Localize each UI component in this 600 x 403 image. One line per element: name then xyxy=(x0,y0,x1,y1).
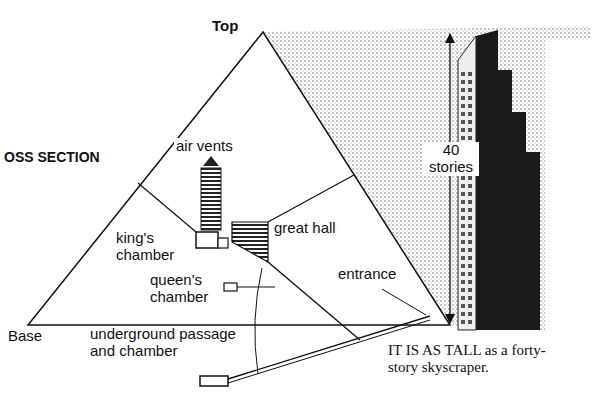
window xyxy=(468,264,472,268)
label-holder: Base xyxy=(6,328,44,345)
queens-chamber xyxy=(224,283,237,291)
part-label: great hall xyxy=(272,220,338,237)
window xyxy=(461,240,465,244)
window xyxy=(468,296,472,300)
window xyxy=(468,208,472,212)
window xyxy=(468,304,472,308)
window xyxy=(461,312,465,316)
window xyxy=(468,320,472,324)
window xyxy=(461,184,465,188)
window xyxy=(468,112,472,116)
window xyxy=(468,280,472,284)
part-label: queen's chamber xyxy=(148,272,220,306)
label-holder: great hall xyxy=(272,220,338,237)
window xyxy=(468,72,472,76)
caption: IT IS AS TALL as a forty-story skyscrape… xyxy=(386,342,568,376)
window xyxy=(461,288,465,292)
window xyxy=(461,120,465,124)
window xyxy=(468,192,472,196)
window xyxy=(461,88,465,92)
window xyxy=(468,232,472,236)
window xyxy=(461,272,465,276)
pyramid-outline xyxy=(28,32,450,325)
window xyxy=(461,256,465,260)
great-hall xyxy=(232,222,268,262)
window xyxy=(468,176,472,180)
skyscraper-side xyxy=(476,30,540,330)
label-holder: entrance xyxy=(336,266,398,283)
window xyxy=(468,120,472,124)
window xyxy=(461,320,465,324)
part-label: underground passage and chamber xyxy=(88,326,250,360)
part-label: air vents xyxy=(174,138,235,155)
window xyxy=(461,112,465,116)
window xyxy=(461,128,465,132)
window xyxy=(461,136,465,140)
window xyxy=(461,208,465,212)
section-title: OSS SECTION xyxy=(2,150,102,166)
window xyxy=(468,256,472,260)
label-holder: OSS SECTION xyxy=(2,150,102,166)
window xyxy=(468,184,472,188)
skyscraper-windows xyxy=(461,72,472,324)
label-holder: underground passage and chamber xyxy=(88,326,250,360)
antechamber xyxy=(218,238,228,248)
section-line xyxy=(138,183,196,232)
height-arrow xyxy=(449,34,450,323)
window xyxy=(461,72,465,76)
part-label: king's chamber xyxy=(114,230,184,264)
window xyxy=(461,304,465,308)
window xyxy=(468,248,472,252)
window xyxy=(468,240,472,244)
label-holder: 40 stories xyxy=(423,142,479,176)
window xyxy=(461,200,465,204)
window xyxy=(461,264,465,268)
base-label: Base xyxy=(6,328,44,345)
window xyxy=(461,224,465,228)
window xyxy=(461,296,465,300)
window xyxy=(468,136,472,140)
window xyxy=(461,216,465,220)
window xyxy=(468,80,472,84)
passage xyxy=(237,286,275,287)
dimension-label: 40 stories xyxy=(423,142,479,176)
apex-label: Top xyxy=(210,18,240,35)
kings-chamber xyxy=(196,232,218,248)
label-holder: king's chamber xyxy=(114,230,184,264)
leader-line xyxy=(382,289,426,315)
label-holder: queen's chamber xyxy=(148,272,220,306)
air-vents xyxy=(201,168,221,230)
label-holder: IT IS AS TALL as a forty-story skyscrape… xyxy=(386,342,568,376)
window xyxy=(468,96,472,100)
label-holder: air vents xyxy=(174,138,235,155)
underground-chamber xyxy=(200,376,228,386)
window xyxy=(461,176,465,180)
window xyxy=(461,280,465,284)
window xyxy=(461,248,465,252)
window xyxy=(468,88,472,92)
window xyxy=(461,80,465,84)
vent-cap xyxy=(203,156,219,166)
section-line xyxy=(268,175,354,222)
window xyxy=(468,272,472,276)
window xyxy=(468,224,472,228)
window xyxy=(461,192,465,196)
skyscraper-front xyxy=(458,36,476,330)
window xyxy=(468,104,472,108)
window xyxy=(468,128,472,132)
label-holder: Top xyxy=(210,18,240,35)
well-shaft xyxy=(255,268,262,374)
window xyxy=(468,312,472,316)
window xyxy=(461,104,465,108)
window xyxy=(468,216,472,220)
window xyxy=(461,96,465,100)
part-label: entrance xyxy=(336,266,398,283)
window xyxy=(468,200,472,204)
window xyxy=(461,232,465,236)
window xyxy=(468,288,472,292)
